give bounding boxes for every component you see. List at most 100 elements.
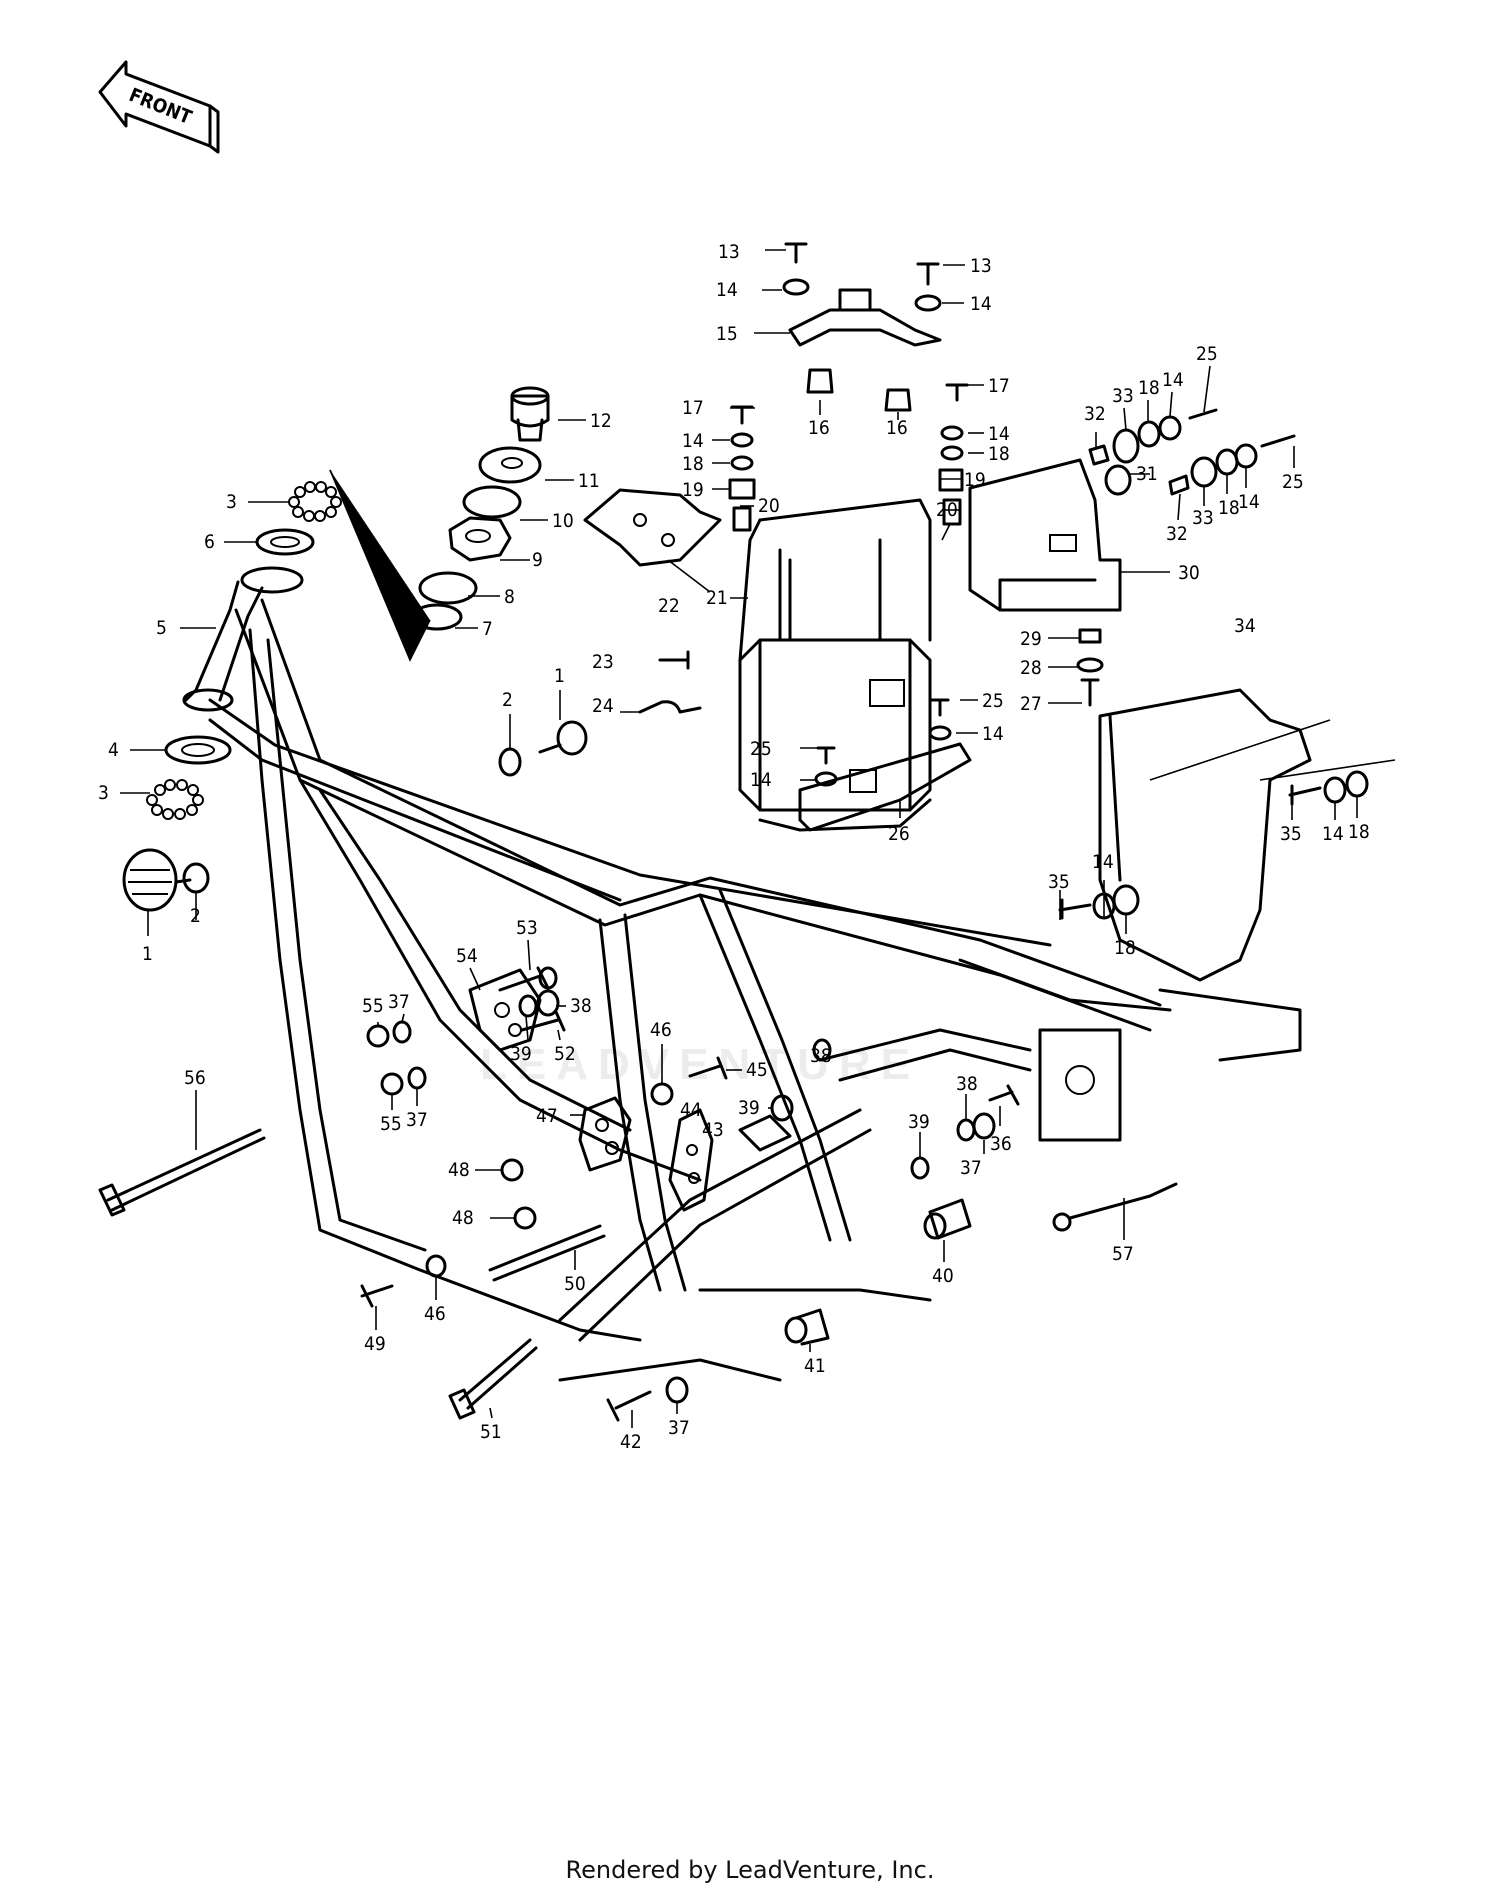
callout: 49: [364, 1333, 386, 1355]
callout: 37: [960, 1157, 982, 1179]
callout: 28: [1020, 657, 1042, 679]
callout: 35: [1048, 871, 1070, 893]
callout: 45: [746, 1059, 768, 1081]
callout: 50: [564, 1273, 586, 1295]
side-cover: [1058, 688, 1396, 982]
callout: 16: [886, 417, 908, 439]
footer-credit: Rendered by LeadVenture, Inc.: [565, 1856, 935, 1884]
callout: 24: [592, 695, 614, 717]
callout: 14: [988, 423, 1010, 445]
callout: 14: [1322, 823, 1344, 845]
callout: 27: [1020, 693, 1042, 715]
callout: 38: [956, 1073, 978, 1095]
callout: 18: [1114, 937, 1136, 959]
callout: 10: [552, 510, 574, 532]
callout-labels: 13 13 14 14 15 16 16 17 17 12 11 10 9 8 …: [98, 241, 1370, 1453]
callout: 25: [1196, 343, 1218, 365]
callout: 37: [406, 1109, 428, 1131]
callout: 40: [932, 1265, 954, 1287]
callout: 14: [750, 769, 772, 791]
callout: 17: [682, 397, 704, 419]
engine-mount-hardware: [98, 966, 1178, 1422]
callout: 41: [804, 1355, 826, 1377]
callout: 6: [204, 531, 215, 553]
callout: 3: [226, 491, 237, 513]
front-arrow: FRONT: [98, 60, 220, 154]
callout: 47: [536, 1105, 558, 1127]
callout: 14: [716, 279, 738, 301]
callout: 13: [970, 255, 992, 277]
callout: 13: [718, 241, 740, 263]
callout: 18: [1218, 497, 1240, 519]
callout: 17: [988, 375, 1010, 397]
callout: 39: [510, 1043, 532, 1065]
callout: 37: [388, 991, 410, 1013]
callout: 1: [142, 943, 153, 965]
callout: 14: [682, 430, 704, 452]
callout: 48: [448, 1159, 470, 1181]
callout: 14: [1162, 369, 1184, 391]
callout: 38: [570, 995, 592, 1017]
callout: 18: [988, 443, 1010, 465]
callout: 5: [156, 617, 167, 639]
callout: 14: [982, 723, 1004, 745]
callout: 19: [964, 469, 986, 491]
callout: 20: [758, 495, 780, 517]
callout: 54: [456, 945, 478, 967]
callout: 32: [1084, 403, 1106, 425]
frame: [182, 566, 1302, 1382]
callout: 37: [668, 1417, 690, 1439]
callout: 42: [620, 1431, 642, 1453]
callout: 30: [1178, 562, 1200, 584]
callout: 35: [1280, 823, 1302, 845]
callout: 2: [502, 689, 513, 711]
callout: 15: [716, 323, 738, 345]
callout: 36: [990, 1133, 1012, 1155]
watermark: LEADVENTURE: [480, 1040, 921, 1089]
leader-lines: [120, 249, 1358, 1428]
callout: 56: [184, 1067, 206, 1089]
callout: 57: [1112, 1243, 1134, 1265]
callout: 55: [380, 1113, 402, 1135]
callout: 14: [1092, 851, 1114, 873]
callout: 8: [504, 586, 515, 608]
callout: 21: [706, 587, 728, 609]
callout: 39: [738, 1097, 760, 1119]
callout: 31: [1136, 463, 1158, 485]
callout: 18: [1348, 821, 1370, 843]
callout: 14: [970, 293, 992, 315]
callout: 9: [532, 549, 543, 571]
callout: 33: [1192, 507, 1214, 529]
callout: 12: [590, 410, 612, 432]
callout: 29: [1020, 628, 1042, 650]
callout: 7: [482, 618, 493, 640]
callout: 53: [516, 917, 538, 939]
bearing-balls-bottom: [146, 779, 204, 820]
callout: 25: [1282, 471, 1304, 493]
callout: 23: [592, 651, 614, 673]
callout: 46: [650, 1019, 672, 1041]
callout: 22: [658, 595, 680, 617]
steering-parts: [122, 386, 588, 912]
callout: 16: [808, 417, 830, 439]
battery-case: [583, 242, 1296, 832]
callout: 34: [1234, 615, 1256, 637]
callout: 18: [682, 453, 704, 475]
callout: 43: [702, 1119, 724, 1141]
callout: 4: [108, 739, 119, 761]
callout: 2: [190, 905, 201, 927]
callout: 52: [554, 1043, 576, 1065]
callout: 26: [888, 823, 910, 845]
callout: 38: [810, 1045, 832, 1067]
front-label: FRONT: [126, 84, 195, 129]
callout: 3: [98, 782, 109, 804]
callout: 32: [1166, 523, 1188, 545]
callout: 14: [1238, 491, 1260, 513]
callout: 20: [936, 499, 958, 521]
callout: 39: [908, 1111, 930, 1133]
callout: 25: [750, 738, 772, 760]
callout: 48: [452, 1207, 474, 1229]
callout: 33: [1112, 385, 1134, 407]
callout: 19: [682, 479, 704, 501]
